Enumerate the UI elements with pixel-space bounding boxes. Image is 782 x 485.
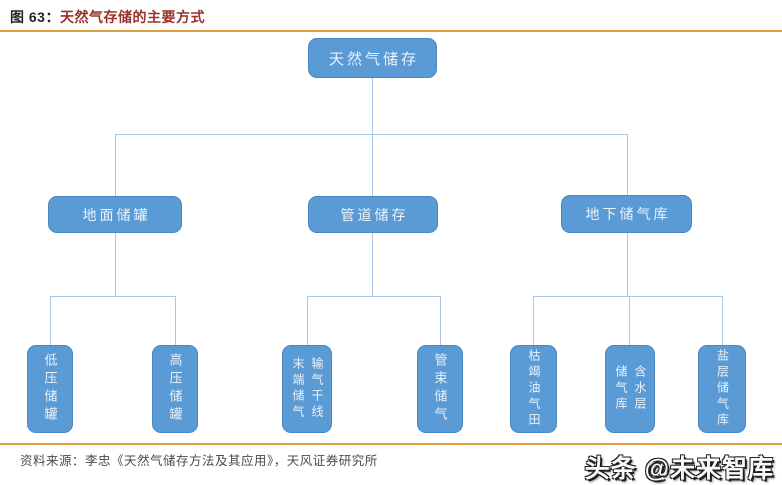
connector-line (627, 233, 628, 296)
connector-line (372, 134, 373, 197)
connector-line (372, 233, 373, 296)
connector-line (307, 296, 308, 345)
connector-line (115, 134, 116, 197)
connector-line (175, 296, 176, 345)
node-underground-gas-storage: 地下储气库 (561, 195, 692, 233)
node-label: 地下储气库 (585, 206, 671, 222)
node-high-pressure-tank: 高压储罐 (152, 345, 198, 433)
connector-line (533, 296, 534, 345)
node-trunk-line-end-storage: 输气干线 末端储气 (282, 345, 332, 433)
node-label: 地面储罐 (82, 206, 151, 223)
node-label: 管束储气 (432, 353, 448, 425)
connector-line (115, 134, 627, 135)
connector-line (50, 296, 51, 345)
node-surface-storage-tank: 地面储罐 (48, 196, 182, 233)
connector-line (722, 296, 723, 345)
figure-title-text: 天然气存储的主要方式 (59, 9, 205, 25)
connector-line (115, 233, 116, 296)
node-label: 含水层 储气库 (614, 365, 647, 413)
connector-line (533, 296, 722, 297)
node-label: 枯竭油气田 (527, 349, 541, 429)
node-aquifer-gas-storage: 含水层 储气库 (605, 345, 655, 433)
node-tube-bundle-storage: 管束储气 (417, 345, 463, 433)
node-label: 低压储罐 (42, 353, 58, 425)
node-label: 输气干线 末端储气 (291, 357, 324, 421)
bottom-divider-line (0, 443, 782, 445)
node-label: 盐层储气库 (715, 349, 730, 429)
figure-number-label: 图 63： (10, 9, 60, 25)
connector-line (372, 78, 373, 134)
node-label: 管道储存 (340, 206, 409, 223)
connector-line (440, 296, 441, 345)
figure-title: 图 63：天然气存储的主要方式 (10, 7, 205, 27)
source-note: 资料来源：李忠《天然气储存方法及其应用》，天风证券研究所 (20, 454, 378, 468)
connector-line (629, 296, 630, 345)
connector-line (50, 296, 175, 297)
node-label: 天然气储存 (328, 50, 419, 68)
node-label: 高压储罐 (167, 353, 183, 425)
node-natural-gas-storage: 天然气储存 (308, 38, 437, 78)
connector-line (627, 134, 628, 196)
node-depleted-oil-gas-field: 枯竭油气田 (510, 345, 557, 433)
connector-line (307, 296, 440, 297)
node-salt-cavern-gas-storage: 盐层储气库 (698, 345, 746, 433)
top-divider-line (0, 30, 782, 32)
node-pipeline-storage: 管道储存 (308, 196, 438, 233)
node-low-pressure-tank: 低压储罐 (27, 345, 73, 433)
watermark-toutiao-weilaizhiku: 头条 @未来智库 (584, 455, 774, 483)
